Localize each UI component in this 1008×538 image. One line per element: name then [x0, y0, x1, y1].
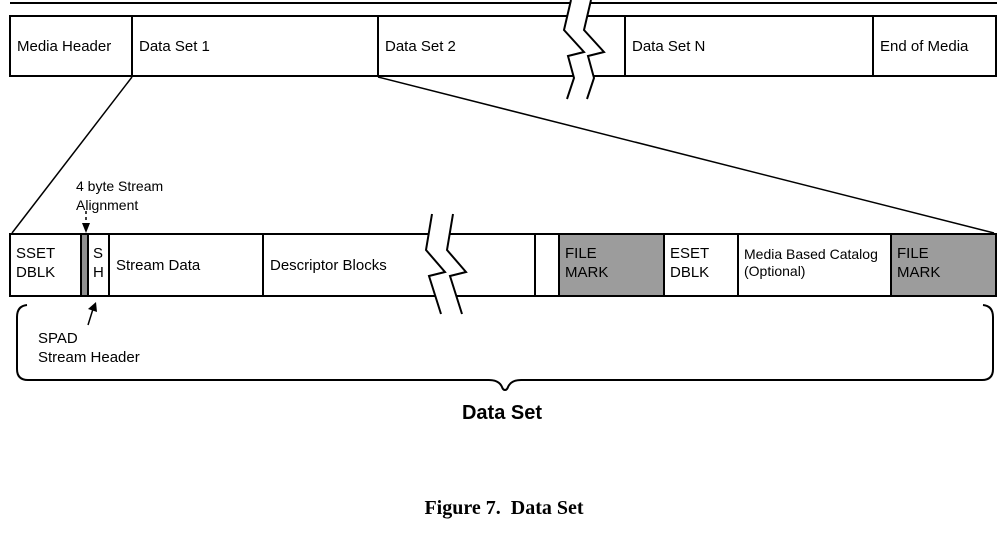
- spad-annotation-line2: Stream Header: [38, 349, 140, 366]
- file-mark-2-line1: FILE: [897, 245, 929, 262]
- dataset-box-file-mark-1: FILE MARK: [558, 233, 665, 297]
- descriptor-blocks-label: Descriptor Blocks: [270, 256, 387, 274]
- stream-header-line2: H: [93, 264, 104, 281]
- sset-dblk-line1: SSET: [16, 245, 56, 262]
- tape-box-data-set-1: Data Set 1: [131, 15, 379, 77]
- spad-annotation: SPAD Stream Header: [38, 329, 140, 367]
- file-mark-2-line2: MARK: [897, 264, 941, 281]
- eset-dblk-line1: ESET: [670, 245, 710, 262]
- dataset-box-media-based-catalog: Media Based Catalog (Optional): [737, 233, 892, 297]
- eset-dblk-line2: DBLK: [670, 264, 710, 281]
- media-based-catalog-line2: (Optional): [744, 263, 806, 279]
- tape-box-data-set-2-label: Data Set 2: [385, 37, 456, 55]
- stream-data-label: Stream Data: [116, 256, 201, 274]
- sset-dblk-line2: DBLK: [16, 264, 56, 281]
- stream-header-line1: S: [93, 245, 104, 262]
- dataset-box-descriptor-blocks: Descriptor Blocks: [262, 233, 536, 297]
- dataset-box-eset-dblk: ESET DBLK: [663, 233, 739, 297]
- dataset-box-sset-dblk: SSET DBLK: [9, 233, 82, 297]
- figure-caption: Figure 7. Data Set: [424, 497, 584, 519]
- spad-arrow: [87, 302, 97, 326]
- alignment-annotation-line1: 4 byte Stream: [76, 178, 164, 194]
- tape-box-media-header: Media Header: [9, 15, 133, 77]
- tape-box-data-set-1-label: Data Set 1: [139, 37, 210, 55]
- tape-box-data-set-n-label: Data Set N: [632, 37, 706, 55]
- expansion-line-right: [377, 76, 995, 234]
- alignment-annotation-line2: Alignment: [76, 197, 139, 213]
- data-set-brace-label: Data Set: [461, 402, 543, 424]
- tape-box-end-of-media: End of Media: [872, 15, 997, 77]
- spad-arrow-shaft: [87, 308, 94, 326]
- tape-box-end-of-media-label: End of Media: [880, 37, 969, 55]
- dataset-box-stream-data: Stream Data: [108, 233, 264, 297]
- file-mark-1-line2: MARK: [565, 264, 609, 281]
- dataset-box-file-mark-2: FILE MARK: [890, 233, 997, 297]
- dataset-box-stream-header: S H: [87, 233, 110, 297]
- tape-box-data-set-n: Data Set N: [624, 15, 874, 77]
- alignment-arrowhead-icon: [82, 223, 90, 233]
- file-mark-1-line1: FILE: [565, 245, 597, 262]
- media-based-catalog-line1: Media Based Catalog: [744, 246, 878, 262]
- data-set-brace: [16, 304, 994, 392]
- spad-annotation-line1: SPAD: [38, 330, 78, 347]
- tape-box-data-set-2: Data Set 2: [377, 15, 626, 77]
- spad-arrowhead-icon: [88, 302, 97, 312]
- dataset-box-spacer: [534, 233, 560, 297]
- tape-box-media-header-label: Media Header: [17, 37, 112, 55]
- alignment-annotation: 4 byte Stream Alignment: [76, 177, 163, 215]
